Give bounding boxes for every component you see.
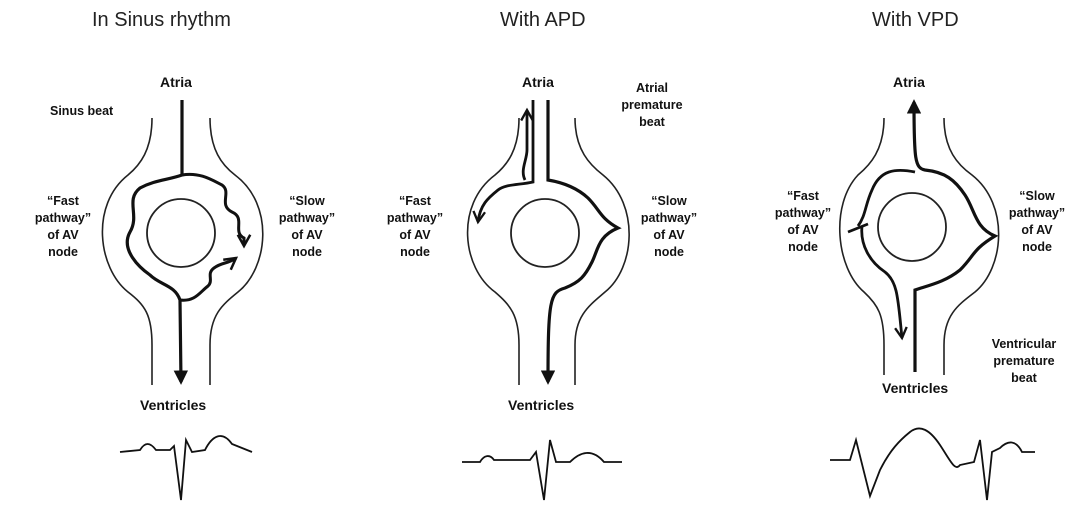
- slow-pathway-label: “Slow pathway” of AV node: [1002, 188, 1072, 256]
- slow-pathway-arrow-upper: [182, 174, 244, 246]
- panel-title-vpd: With VPD: [872, 9, 959, 32]
- central-tissue-circle: [511, 199, 579, 267]
- atria-label: Atria: [160, 74, 192, 90]
- slow-pathway-line: “Slow: [1002, 188, 1072, 205]
- fast-pathway-line: of AV: [28, 227, 98, 244]
- node-outline-left: [468, 118, 519, 385]
- retrograde-arrow-to-atria: [914, 102, 995, 372]
- slow-pathway-line: node: [634, 244, 704, 261]
- fast-pathway-label: “Fast pathway” of AV node: [380, 193, 450, 261]
- slow-pathway-label: “Slow pathway” of AV node: [272, 193, 342, 261]
- panel-title-sinus: In Sinus rhythm: [92, 9, 231, 32]
- slow-pathway-line: pathway”: [634, 210, 704, 227]
- ecg-trace-apd: [462, 440, 622, 500]
- slow-pathway-line: “Slow: [634, 193, 704, 210]
- beat-label-line: premature: [978, 353, 1070, 370]
- atria-label: Atria: [893, 74, 925, 90]
- fast-pathway-label: “Fast pathway” of AV node: [28, 193, 98, 261]
- slow-pathway-line: of AV: [1002, 222, 1072, 239]
- atria-label: Atria: [522, 74, 554, 90]
- fast-pathway-line: “Fast: [768, 188, 838, 205]
- node-outline-left: [840, 118, 884, 375]
- ventricles-label: Ventricles: [508, 397, 574, 413]
- fast-pathway-line: pathway”: [768, 205, 838, 222]
- slow-pathway-line: pathway”: [1002, 205, 1072, 222]
- atrial-premature-beat-label: Atrial premature beat: [612, 80, 692, 131]
- central-tissue-circle: [147, 199, 215, 267]
- sinus-beat-label: Sinus beat: [50, 104, 113, 118]
- ecg-trace-vpd: [830, 428, 1035, 500]
- slow-pathway-line: “Slow: [272, 193, 342, 210]
- fast-pathway-line: “Fast: [380, 193, 450, 210]
- ventricular-premature-beat-label: Ventricular premature beat: [978, 336, 1070, 387]
- slow-pathway-label: “Slow pathway” of AV node: [634, 193, 704, 261]
- slow-pathway-line: of AV: [272, 227, 342, 244]
- panel-sinus: [102, 100, 262, 500]
- node-outline-right: [210, 118, 263, 385]
- conduction-arrow-main: [548, 100, 618, 382]
- fast-pathway-line: pathway”: [28, 210, 98, 227]
- slow-pathway-arrow-lower: [180, 258, 236, 300]
- ventricles-label: Ventricles: [882, 380, 948, 396]
- fast-pathway-line: “Fast: [28, 193, 98, 210]
- fast-pathway-line: node: [28, 244, 98, 261]
- slow-pathway-line: node: [1002, 239, 1072, 256]
- panel-apd: [462, 100, 629, 500]
- beat-label-line: beat: [612, 114, 692, 131]
- panel-vpd: [830, 102, 1035, 500]
- beat-label-line: premature: [612, 97, 692, 114]
- panel-title-apd: With APD: [500, 9, 586, 32]
- beat-label-line: Atrial: [612, 80, 692, 97]
- slow-pathway-line: of AV: [634, 227, 704, 244]
- ecg-trace-sinus: [120, 436, 252, 500]
- node-outline-left: [102, 118, 152, 385]
- beat-label-line: beat: [978, 370, 1070, 387]
- fast-pathway-line: pathway”: [380, 210, 450, 227]
- beat-label-line: Ventricular: [978, 336, 1070, 353]
- fast-pathway-label: “Fast pathway” of AV node: [768, 188, 838, 256]
- central-tissue-circle: [878, 193, 946, 261]
- node-outline-right: [575, 118, 629, 385]
- slow-pathway-line: pathway”: [272, 210, 342, 227]
- slow-pathway-line: node: [272, 244, 342, 261]
- fast-pathway-line: of AV: [768, 222, 838, 239]
- fast-pathway-line: of AV: [380, 227, 450, 244]
- fast-pathway-line: node: [380, 244, 450, 261]
- ventricles-label: Ventricles: [140, 397, 206, 413]
- retrograde-arrow-up: [523, 110, 527, 180]
- fast-pathway-arrow: [858, 170, 915, 226]
- fast-pathway-line: node: [768, 239, 838, 256]
- conduction-arrow-main: [127, 100, 182, 382]
